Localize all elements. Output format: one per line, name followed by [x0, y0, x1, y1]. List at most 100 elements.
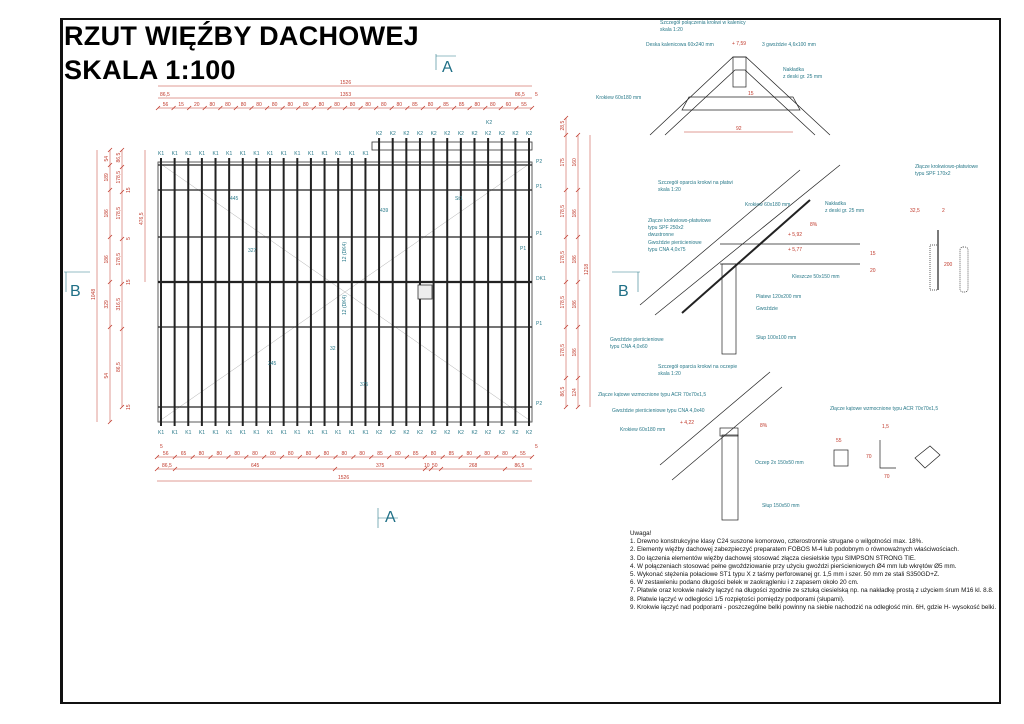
top-spacing-dim-tick — [295, 105, 301, 111]
notes-block: Uwaga! 1. Drewno konstrukcyjne klasy C24… — [630, 530, 996, 612]
rafter-label: K2 — [471, 430, 477, 436]
bracing-st1 — [157, 161, 533, 423]
bottom-spacing-dim-value: 80 — [199, 451, 205, 457]
left-dim-2-value: 178,5 — [116, 171, 122, 184]
rafter-label: K2 — [499, 131, 505, 137]
note-item: 7. Płatwie oraz krokwie należy łączyć na… — [630, 587, 994, 595]
rafter-label: K1 — [240, 151, 246, 157]
section-mark-a-top: A — [435, 54, 456, 76]
bottom-spacing-dim-value: 85 — [449, 451, 455, 457]
top-spacing-dim-value: 80 — [303, 102, 309, 108]
detail-dim: 55 — [836, 438, 842, 444]
bottom-segment-dim: 50 — [432, 463, 438, 469]
rafter-label: K1 — [240, 430, 246, 436]
bottom-offset-dim: 5 — [535, 444, 538, 450]
top-spacing-dim-tick — [420, 105, 426, 111]
top-spacing-dim-value: 15 — [178, 102, 184, 108]
top-spacing-dim-value: 80 — [334, 102, 340, 108]
left-dim-tick — [107, 324, 113, 330]
bottom-spacing-dim-tick — [386, 454, 392, 460]
right-dim-tick — [563, 404, 569, 410]
left-dim-2-value: 178,5 — [116, 207, 122, 220]
top-spacing-dim-tick — [311, 105, 317, 111]
rafter-label: K1 — [267, 151, 273, 157]
rafter-label: K1 — [335, 151, 341, 157]
right-dim-2-tick — [575, 187, 581, 193]
plan-outline — [157, 161, 533, 423]
right-dim-value: 178,5 — [560, 344, 566, 357]
bottom-spacing-dim-tick — [172, 454, 178, 460]
detail-dim: 15 — [870, 251, 876, 257]
detail-label: Kleszcze 50x150 mm — [792, 274, 840, 280]
right-dim-2-tick — [575, 324, 581, 330]
detail-label: Gwoździe pierścieniowe — [648, 240, 702, 246]
rafter-label: K1 — [172, 151, 178, 157]
bottom-spacing-dim-tick — [351, 454, 356, 460]
bottom-spacing-dim-tick — [154, 454, 160, 460]
detail-label: Słup 100x100 mm — [756, 335, 796, 341]
left-dim-tick — [107, 187, 113, 193]
rafter-label: K2 — [485, 131, 491, 137]
elevation-label: + 5,92 — [788, 232, 802, 238]
plan-annotation: 12 (DK4) — [342, 295, 348, 315]
right-dim-value: 178,5 — [560, 251, 566, 264]
left-dim-value: 54 — [104, 373, 110, 379]
top-spacing-dim-tick — [514, 105, 519, 111]
rafter-label: K2 — [403, 131, 409, 137]
rafter-label: K1 — [199, 151, 205, 157]
rafter-label: K1 — [362, 151, 368, 157]
rafter-label: K2 — [444, 430, 450, 436]
detail-title: Złącze krokwiowo-płatwiowe — [915, 164, 978, 170]
left-gap-dim: 15 — [126, 279, 132, 285]
bottom-spacing-dim-tick — [297, 454, 303, 460]
rafter-label: K2 — [417, 131, 423, 137]
rafter-label: K1 — [335, 430, 341, 436]
detail-label: dwustronne — [648, 232, 674, 238]
detail-scale: skala 1:20 — [658, 187, 681, 193]
right-dim-2-value: 186 — [572, 300, 578, 309]
note-item: 5. Wykonać stężenia połaciowe ST1 typu X… — [630, 571, 940, 579]
top-spacing-dim-tick — [389, 105, 395, 111]
detail-dim: 70 — [866, 454, 872, 460]
purlin-detail: Szczegół oparcia krokwi na płatwi skala … — [610, 164, 876, 355]
right-dim-2-tick — [575, 132, 581, 138]
bottom-segment-dim: 10 — [424, 463, 430, 469]
left-dim-2-value: 86,5 — [116, 362, 122, 372]
acr-connector-detail: Złącze kątowe wzmocnione typu ACR 70x70x… — [830, 406, 941, 480]
top-spacing-dim-tick — [529, 105, 535, 111]
bottom-spacing-dim-value: 80 — [395, 451, 401, 457]
detail-label: Krokiew 60x180 mm — [620, 427, 665, 433]
top-spacing-dim-value: 80 — [381, 102, 387, 108]
top-spacing-dim-tick — [373, 105, 379, 111]
detail-title: Złącze kątowe wzmocnione typu ACR 70x70x… — [830, 406, 938, 412]
purlin-label: P1 — [536, 184, 542, 190]
purlin-label: P2 — [536, 159, 542, 165]
plan-annotation: 32 — [330, 346, 336, 352]
right-dim-2-value: 160 — [572, 158, 578, 167]
bottom-spacing-dim-tick — [404, 454, 410, 460]
rafter-label: K2 — [526, 131, 532, 137]
right-dim-tick — [563, 375, 569, 381]
note-item: 3. Do łączenia elementów więźby dachowej… — [630, 554, 916, 562]
top-spacing-dim-tick — [186, 105, 192, 111]
plan-annotation: 345 — [268, 361, 277, 367]
bottom-spacing-dim-value: 80 — [288, 451, 294, 457]
rafter-label: K2 — [512, 131, 518, 137]
bottom-spacing-dim-value: 55 — [520, 451, 526, 457]
detail-dim: 200 — [944, 262, 953, 268]
section-label-b: B — [70, 283, 81, 300]
detail-label: Płatew 120x200 mm — [756, 294, 801, 300]
left-dim-2-tick — [119, 164, 125, 170]
rafter-label: K2 — [471, 131, 477, 137]
bottom-spacing-dim-tick — [529, 454, 535, 460]
top-spacing-dim-tick — [280, 105, 285, 111]
left-gap-dim: 15 — [126, 187, 132, 193]
left-dim-tick — [107, 279, 113, 285]
detail-label: Nakładka — [825, 201, 846, 207]
bottom-spacing-dim-tick — [511, 454, 517, 460]
detail-label: Złącze krokwiowo-płatwiowe — [648, 218, 711, 224]
top-spacing-dim-value: 60 — [506, 102, 512, 108]
top-spacing-dim-value: 85 — [459, 102, 465, 108]
bottom-spacing-dim-value: 80 — [342, 451, 348, 457]
